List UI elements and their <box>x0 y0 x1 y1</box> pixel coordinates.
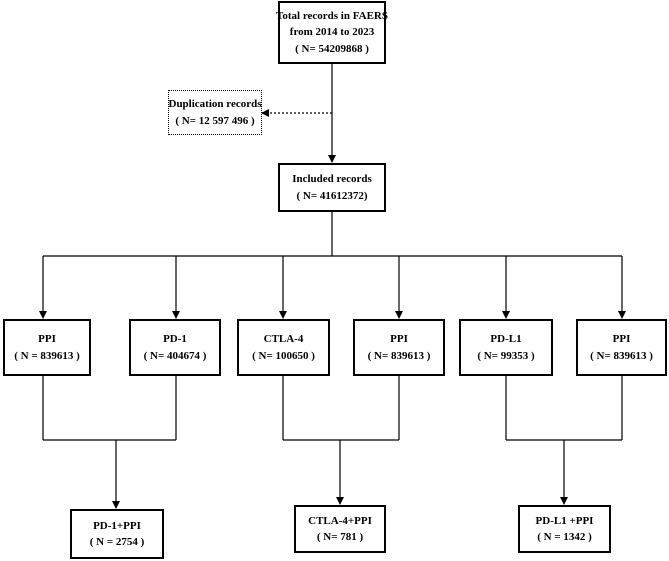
node-pdl1-ppi-line-2: ( N = 1342 ) <box>537 531 592 543</box>
node-duplication-line-2: ( N= 12 597 496 ) <box>175 114 255 127</box>
node-pdl1: PD-L1 ( N= 99353 ) <box>459 319 553 376</box>
node-ppi-3: PPI ( N= 839613 ) <box>576 319 667 376</box>
node-included-line-2: ( N= 41612372) <box>296 189 368 202</box>
node-total-line-3: ( N= 54209868 ) <box>295 42 369 55</box>
node-ppi-1: PPI ( N = 839613 ) <box>3 319 91 376</box>
node-total-line-1: Total records in FAERS <box>276 9 388 22</box>
node-pdl1-line-1: PD-L1 <box>490 333 522 345</box>
node-total-line-2: from 2014 to 2023 <box>289 26 375 39</box>
node-pdl1-line-2: ( N= 99353 ) <box>477 349 535 362</box>
node-pd1: PD-1 ( N= 404674 ) <box>129 319 221 376</box>
node-ctla4-line-2: ( N= 100650 ) <box>252 349 315 362</box>
node-pd1-ppi-line-1: PD-1+PPI <box>93 519 141 532</box>
node-ctla4-ppi: CTLA-4+PPI ( N= 781 ) <box>294 505 386 553</box>
node-ctla4-line-1: CTLA-4 <box>263 333 304 345</box>
node-ppi-3-line-1: PPI <box>612 333 631 345</box>
node-pd1-line-2: ( N= 404674 ) <box>143 349 207 362</box>
node-pd1-ppi: PD-1+PPI ( N = 2754 ) <box>70 509 164 559</box>
node-ppi-2-line-1: PPI <box>390 333 408 345</box>
node-ppi-3-line-2: ( N= 839613 ) <box>590 349 653 362</box>
node-pd1-ppi-line-2: ( N = 2754 ) <box>89 536 145 548</box>
node-ctla4-ppi-line-2: ( N= 781 ) <box>316 531 364 543</box>
node-ppi-2: PPI ( N= 839613 ) <box>353 319 445 376</box>
node-ppi-1-line-2: ( N = 839613 ) <box>14 349 80 362</box>
node-pd1-line-1: PD-1 <box>163 333 187 345</box>
node-included-records: Included records ( N= 41612372) <box>278 163 386 212</box>
node-ppi-1-line-1: PPI <box>38 333 56 345</box>
node-pdl1-ppi-line-1: PD-L1 +PPI <box>535 514 594 527</box>
node-ctla4-ppi-line-1: CTLA-4+PPI <box>308 514 372 527</box>
node-duplication-records: Duplication records ( N= 12 597 496 ) <box>168 90 262 135</box>
node-ppi-2-line-2: ( N= 839613 ) <box>367 349 431 362</box>
node-total-records: Total records in FAERS from 2014 to 2023… <box>276 1 388 64</box>
node-included-line-1: Included records <box>292 173 372 185</box>
node-pdl1-ppi: PD-L1 +PPI ( N = 1342 ) <box>518 505 611 553</box>
node-ctla4: CTLA-4 ( N= 100650 ) <box>237 319 330 376</box>
node-duplication-line-1: Duplication records <box>168 98 262 110</box>
